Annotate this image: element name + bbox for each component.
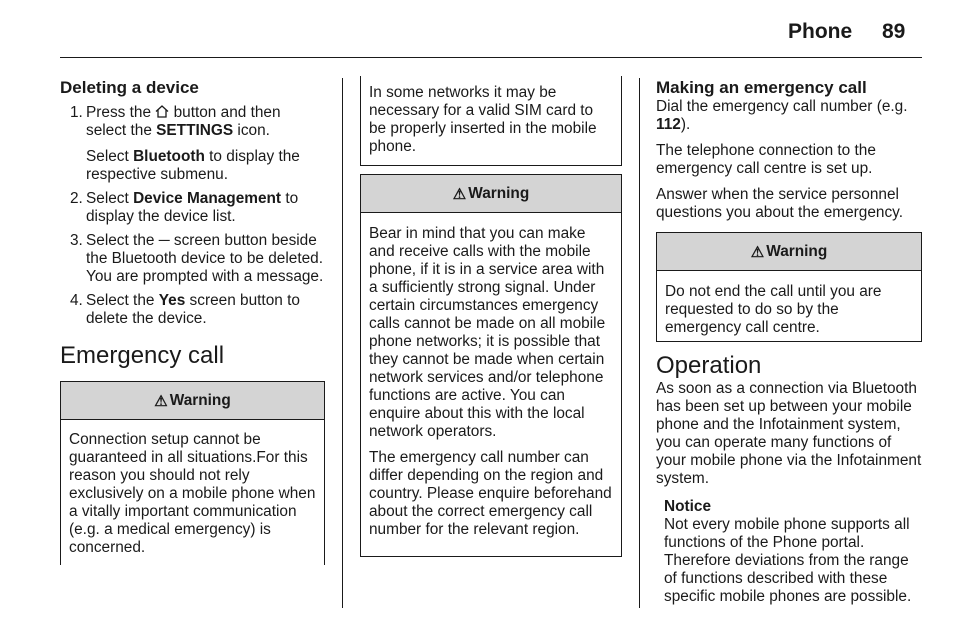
warning-box-header: ⚠Warning (657, 233, 921, 271)
home-icon (155, 105, 169, 118)
notice-text: Not every mobile phone supports all func… (664, 516, 912, 605)
warning-text-para2: The emergency call number can differ dep… (369, 449, 612, 538)
step-text: Select Device Management to display the … (86, 190, 299, 225)
step-number: 1. (70, 104, 83, 121)
column-2: In some networks it may be necessary for… (360, 76, 622, 557)
step-text: Press the button and then select the SET… (86, 104, 281, 139)
warning-text-para1: Bear in mind that you can make and recei… (369, 225, 606, 440)
warning-box-body: Bear in mind that you can make and recei… (361, 213, 621, 551)
step-number: 2. (70, 190, 83, 207)
warning-box-header: ⚠Warning (61, 382, 324, 420)
warning-icon: ⚠ (154, 392, 168, 410)
step-3: 3. Select the ─ screen button beside the… (60, 232, 325, 286)
warning-box-body: Do not end the call until you are reques… (657, 271, 921, 349)
warning-box-header: ⚠Warning (361, 175, 621, 213)
note-text: In some networks it may be necessary for… (369, 84, 597, 155)
section-title-operation: Operation (656, 352, 762, 379)
section-title-deleting-device: Deleting a device (60, 78, 199, 97)
column-divider-right (639, 78, 640, 608)
step-subtext: Select Bluetooth to display the respecti… (86, 148, 300, 183)
section-title-emergency-call: Emergency call (60, 342, 225, 369)
warning-icon: ⚠ (750, 243, 765, 261)
answer-text: Answer when the service personnel questi… (656, 186, 903, 221)
page-title: Phone (788, 20, 853, 43)
section-title-making-emergency-call: Making an emergency call (656, 78, 867, 97)
column-divider-left (342, 78, 343, 608)
step-4: 4. Select the Yes screen button to delet… (60, 292, 325, 328)
page-number: 89 (882, 20, 906, 43)
notice-block: Notice Not every mobile phone supports a… (656, 498, 922, 606)
warning-box: ⚠Warning Do not end the call until you a… (656, 232, 922, 342)
step-2: 2. Select Device Management to display t… (60, 190, 325, 226)
operation-text: As soon as a connection via Bluetooth ha… (656, 380, 922, 487)
warning-box: ⚠Warning Connection setup cannot be guar… (60, 381, 325, 565)
warning-box-body: Connection setup cannot be guaranteed in… (61, 420, 324, 569)
warning-icon: ⚠ (452, 185, 467, 203)
steps-list: 1. Press the button and then select the … (60, 104, 325, 328)
step-text: Select the ─ screen button beside the Bl… (86, 232, 324, 285)
warning-title: Warning (468, 184, 530, 202)
connection-text: The telephone connection to the emergenc… (656, 142, 876, 177)
header-rule (60, 57, 922, 58)
warning-text: Connection setup cannot be guaranteed in… (69, 431, 316, 556)
warning-title: Warning (169, 391, 231, 409)
column-1: Deleting a device 1. Press the button an… (60, 78, 325, 565)
note-box: In some networks it may be necessary for… (360, 76, 622, 166)
minus-icon: ─ (158, 232, 170, 249)
warning-text: Do not end the call until you are reques… (665, 283, 882, 336)
making-text: Dial the emergency call number (e.g. 112… (656, 98, 908, 133)
warning-title: Warning (766, 242, 828, 260)
note-box-body: In some networks it may be necessary for… (361, 76, 621, 168)
step-number: 4. (70, 292, 83, 309)
column-3: Making an emergency call Dial the emerge… (656, 78, 922, 606)
step-number: 3. (70, 232, 83, 249)
warning-box: ⚠Warning Bear in mind that you can make … (360, 174, 622, 557)
step-text: Select the Yes screen button to delete t… (86, 292, 300, 327)
step-1: 1. Press the button and then select the … (60, 104, 325, 184)
notice-title: Notice (664, 498, 712, 515)
